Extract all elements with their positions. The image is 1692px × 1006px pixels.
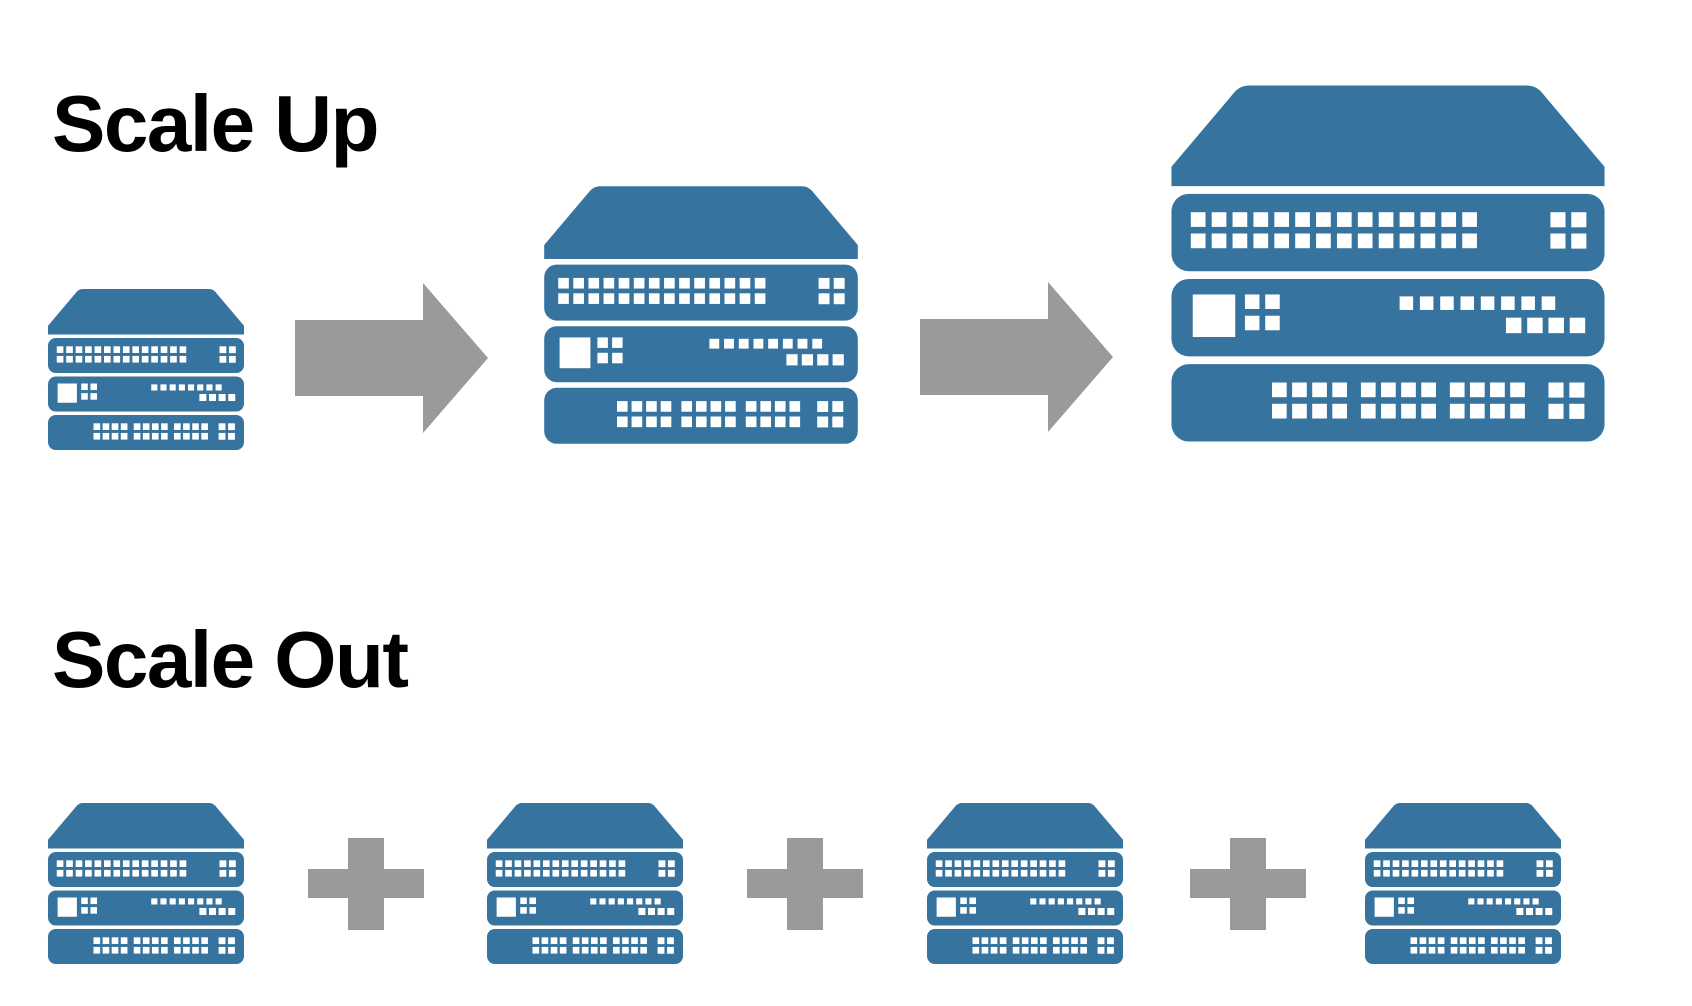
plus-icon (308, 838, 424, 930)
arrow-right-icon (920, 282, 1113, 432)
server-icon-small (41, 282, 251, 457)
plus-icon (747, 838, 863, 930)
server-icon (1358, 796, 1568, 971)
server-icon (480, 796, 690, 971)
server-icon (41, 796, 251, 971)
scale-up-title: Scale Up (52, 79, 379, 168)
server-icon-large (1156, 70, 1620, 457)
server-icon (920, 796, 1130, 971)
server-icon-medium (533, 175, 869, 455)
plus-icon (1190, 838, 1306, 930)
arrow-right-icon (295, 283, 488, 433)
scale-out-title: Scale Out (52, 615, 409, 704)
